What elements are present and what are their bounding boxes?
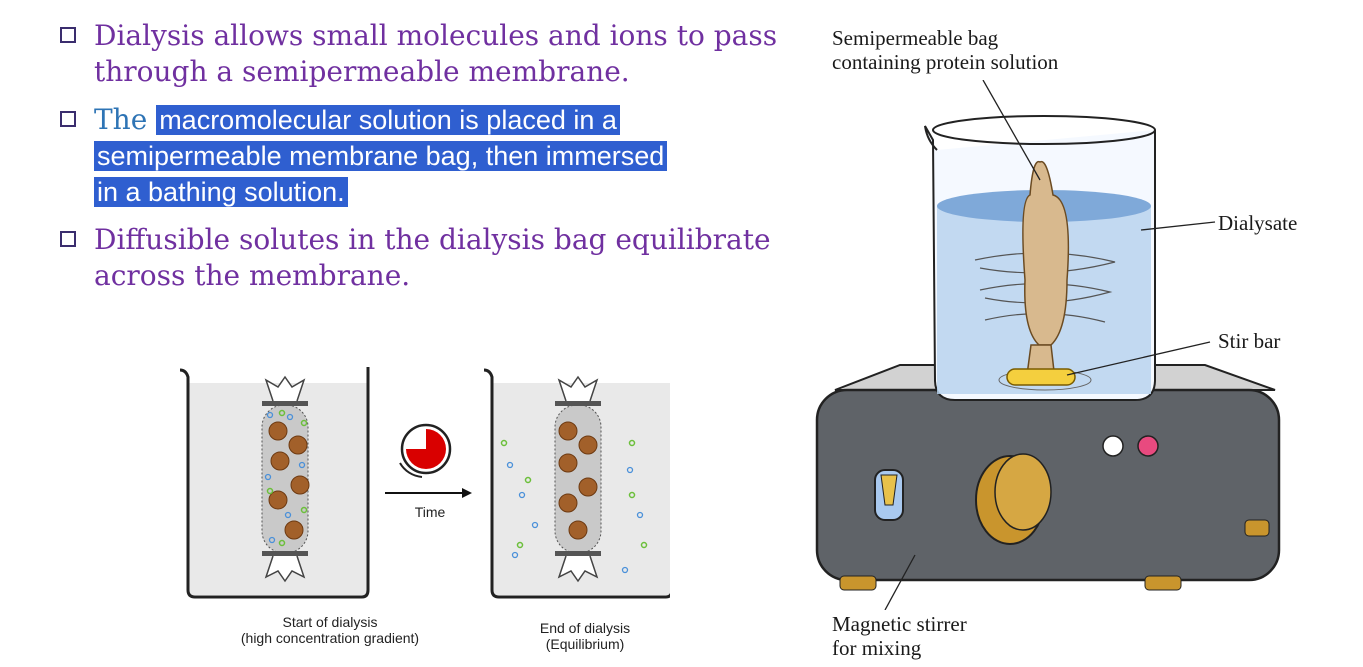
magnetic-stirrer-label: Magnetic stirrer for mixing <box>832 612 967 660</box>
bullet-text: Diffusible solutes in the dialysis bag e… <box>94 223 771 292</box>
start-caption: Start of dialysis (high concentration gr… <box>240 614 420 646</box>
checkbox-bullet-icon <box>60 27 76 43</box>
time-label: Time <box>414 504 446 520</box>
dialysate-label: Dialysate <box>1218 211 1298 235</box>
timer-icon <box>399 423 452 478</box>
dialysis-process-diagram <box>179 367 670 599</box>
bullet-macromolecular: The macromolecular solution is placed in… <box>60 102 800 210</box>
highlight-line-1: macromolecular solution is placed in a <box>156 105 620 135</box>
stir-bar-label: Stir bar <box>1218 329 1281 353</box>
bullet-prefix: The <box>94 103 148 136</box>
checkbox-bullet-icon <box>60 111 76 127</box>
beaker-start <box>179 367 370 599</box>
end-caption: End of dialysis (Equilibrium) <box>539 620 631 652</box>
time-arrow <box>385 488 472 498</box>
indicator-light-pink <box>1137 435 1159 457</box>
bag-label: Semipermeable bag containing protein sol… <box>832 26 1059 74</box>
bullet-text: Dialysis allows small molecules and ions… <box>94 19 778 88</box>
beaker-end <box>483 368 670 599</box>
indicator-light-white <box>1102 435 1124 457</box>
bullet-diffusible: Diffusible solutes in the dialysis bag e… <box>60 222 800 294</box>
highlight-line-2: semipermeable membrane bag, then immerse… <box>94 141 668 171</box>
highlight-line-3: in a bathing solution. <box>94 177 348 207</box>
stir-bar-icon <box>1006 368 1076 386</box>
bullet-dialysis: Dialysis allows small molecules and ions… <box>60 18 800 90</box>
checkbox-bullet-icon <box>60 231 76 247</box>
bullet-list: Dialysis allows small molecules and ions… <box>60 18 800 306</box>
magnetic-stirrer-diagram <box>815 80 1281 610</box>
